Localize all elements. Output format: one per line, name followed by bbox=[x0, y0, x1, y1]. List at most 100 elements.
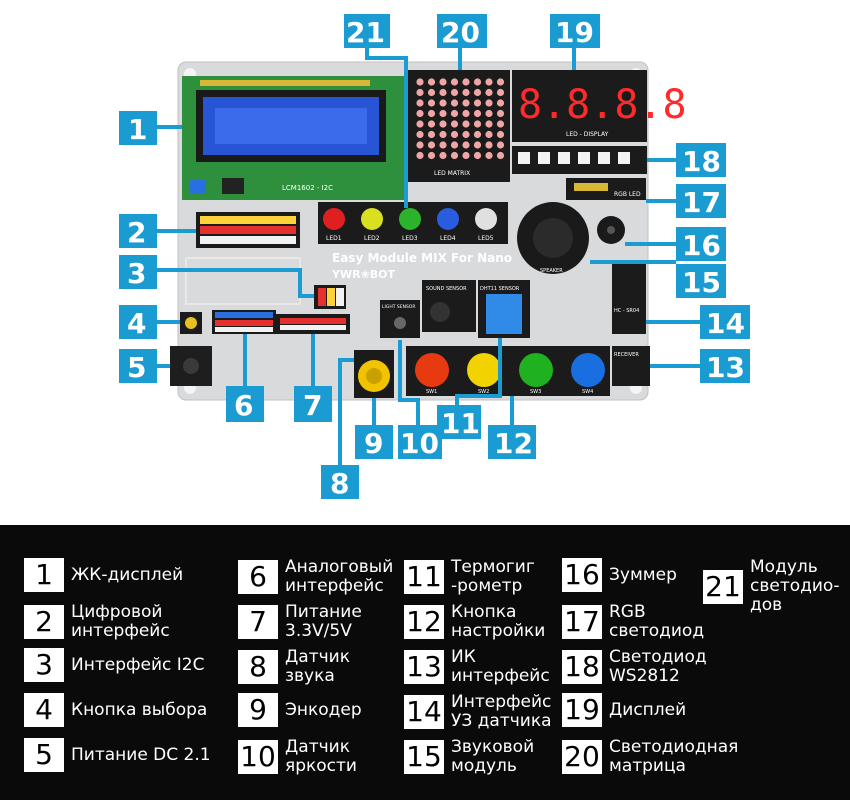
legend-text: Звуковой модуль bbox=[451, 737, 535, 776]
legend-text: Цифровой интерфейс bbox=[71, 602, 170, 641]
legend-text: Кнопка настройки bbox=[451, 602, 546, 641]
svg-text:5: 5 bbox=[127, 351, 146, 384]
callout-15: 15 bbox=[676, 264, 726, 299]
button-label: SW2 bbox=[478, 389, 489, 395]
legend-number: 12 bbox=[404, 605, 444, 639]
callout-13: 13 bbox=[700, 349, 750, 384]
legend-number: 6 bbox=[238, 560, 278, 594]
seven-seg-module bbox=[512, 70, 647, 142]
legend-text: Датчик яркости bbox=[285, 737, 357, 776]
button-2 bbox=[467, 353, 501, 387]
svg-text:2: 2 bbox=[127, 216, 146, 249]
callout-5: 5 bbox=[119, 349, 157, 384]
legend-number: 21 bbox=[703, 569, 743, 604]
button-4 bbox=[571, 353, 605, 387]
legend-text: ЖК-дисплей bbox=[71, 564, 184, 585]
seven-seg-digits: 8.8.8.8 bbox=[518, 82, 687, 128]
lcd-header-pins bbox=[200, 80, 370, 86]
legend-text: Модуль светодио- дов bbox=[750, 557, 840, 615]
legend-item: 16 Зуммер bbox=[562, 558, 677, 592]
svg-text:11: 11 bbox=[441, 407, 480, 440]
svg-text:21: 21 bbox=[346, 16, 385, 49]
svg-text:14: 14 bbox=[706, 307, 745, 340]
legend-number: 9 bbox=[238, 693, 278, 727]
svg-text:17: 17 bbox=[682, 186, 721, 219]
legend-number: 8 bbox=[238, 650, 278, 684]
led-label: LED5 bbox=[478, 235, 494, 242]
sound-sensor-module bbox=[422, 280, 476, 332]
led-matrix-dots bbox=[416, 78, 505, 160]
led-label: LED4 bbox=[440, 235, 456, 242]
svg-text:15: 15 bbox=[682, 266, 721, 299]
legend-number: 19 bbox=[562, 693, 602, 727]
callout-8: 8 bbox=[321, 465, 359, 500]
svg-text:6: 6 bbox=[234, 389, 253, 422]
legend-number: 1 bbox=[24, 558, 64, 592]
board-title: Easy Module MIX For Nano bbox=[332, 251, 512, 265]
legend-text: Питание 3.3V/5V bbox=[285, 602, 362, 641]
callout-11: 11 bbox=[437, 405, 481, 440]
legend-number: 15 bbox=[404, 740, 444, 774]
svg-text:20: 20 bbox=[441, 16, 480, 49]
hc-sr04-header bbox=[612, 262, 646, 334]
legend-number: 7 bbox=[238, 605, 278, 639]
sound-sensor-label: SOUND SENSOR bbox=[426, 286, 467, 292]
callout-4: 4 bbox=[119, 305, 157, 340]
led-4 bbox=[437, 208, 459, 230]
button-3 bbox=[519, 353, 553, 387]
svg-text:10: 10 bbox=[400, 427, 439, 460]
callout-6: 6 bbox=[226, 386, 264, 422]
callout-2: 2 bbox=[119, 214, 157, 249]
led-2 bbox=[361, 208, 383, 230]
lcd-label: LCM1602 - I2C bbox=[282, 184, 333, 192]
svg-text:3: 3 bbox=[127, 257, 146, 290]
callout-17: 17 bbox=[676, 184, 726, 219]
legend-item: 1 ЖК-дисплей bbox=[24, 558, 183, 592]
led-label: LED2 bbox=[364, 235, 380, 242]
led-1 bbox=[323, 208, 345, 230]
hc-sr04-label: HC - SR04 bbox=[614, 308, 639, 314]
led-label: LED1 bbox=[326, 235, 342, 242]
legend-text: Термогиг -рометр bbox=[451, 557, 535, 596]
led-3 bbox=[399, 208, 421, 230]
legend-text: Зуммер bbox=[609, 564, 677, 585]
board-diagram: LCM1602 - I2C LED MATRIX 8.8.8.8 LED - D… bbox=[119, 14, 750, 500]
lcd-pot bbox=[190, 180, 206, 194]
legend-number: 16 bbox=[562, 558, 602, 592]
rgb-led-label: RGB LED bbox=[614, 191, 641, 198]
speaker-label: SPEAKER bbox=[540, 268, 563, 274]
legend-text: Интерфейс УЗ датчика bbox=[451, 692, 552, 731]
callout-14: 14 bbox=[700, 305, 750, 340]
ir-receiver-module bbox=[612, 346, 650, 386]
legend-text: Светодиод WS2812 bbox=[609, 647, 707, 686]
svg-text:4: 4 bbox=[127, 307, 146, 340]
svg-text:13: 13 bbox=[706, 351, 745, 384]
receiver-label: RECEIVER bbox=[614, 352, 639, 358]
callout-1: 1 bbox=[119, 111, 157, 146]
button-label: SW3 bbox=[530, 389, 541, 395]
svg-text:8: 8 bbox=[330, 467, 349, 500]
legend-text: Светодиодная матрица bbox=[609, 737, 739, 776]
callout-10: 10 bbox=[398, 425, 442, 460]
callout-18: 18 bbox=[676, 143, 726, 178]
legend-number: 10 bbox=[238, 740, 278, 774]
svg-text:18: 18 bbox=[682, 145, 721, 178]
legend-text: Энкодер bbox=[285, 699, 362, 720]
light-sensor-label: LIGHT SENSOR bbox=[382, 304, 415, 310]
